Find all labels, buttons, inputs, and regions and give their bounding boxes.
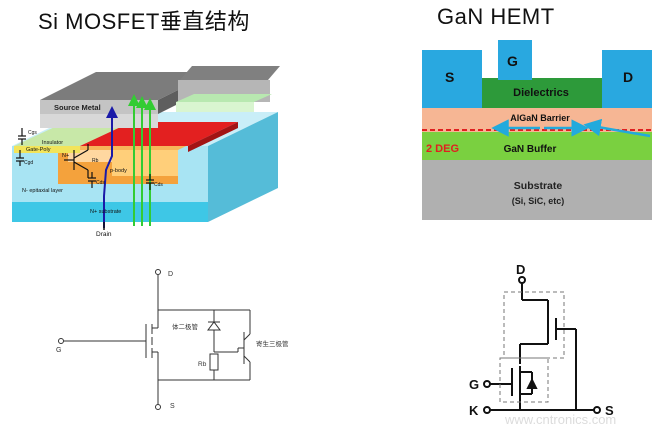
hemt-s-label: S (605, 403, 614, 418)
hemt-source-electrode (422, 50, 482, 108)
2deg-label: 2 DEG (426, 143, 459, 155)
hemt-g-label: G (469, 377, 479, 392)
rear-insulator (176, 94, 272, 102)
electron-flow-arrow-3 (583, 118, 651, 138)
hemt-title: GaN HEMT (437, 4, 555, 29)
cds-right-label: Cds (154, 182, 163, 188)
mosfet-g-terminal (58, 338, 64, 344)
lv-diode-symbol (526, 377, 538, 389)
rb-structure-label: Rb (92, 158, 99, 164)
bjt-emitter (243, 355, 251, 363)
cds-capacitor-left (88, 172, 96, 188)
rear-metal-top (180, 66, 280, 80)
hemt-gan-buffer (422, 132, 652, 160)
algan-label: AlGaN Barrier (510, 113, 570, 123)
hemt-gate-label: G (507, 53, 518, 69)
substrate-front-face (12, 202, 208, 222)
hemt-s-terminal (593, 406, 601, 414)
substrate-materials-label: (Si, SiC, etc) (512, 196, 565, 206)
gan-label: GaN Buffer (504, 144, 557, 155)
hemt-d-label: D (516, 262, 525, 277)
hemt-dashed-box-top (503, 291, 565, 359)
hemt-dielectrics (480, 78, 602, 108)
mosfet-title: Si MOSFET垂直结构 (38, 9, 250, 34)
parasitic-bjt-symbol (64, 144, 89, 178)
hemt-k-label: K (469, 403, 479, 418)
insulator-label: Insulator (42, 140, 63, 146)
source-metal-top (40, 72, 214, 100)
cgs-capacitor (18, 128, 26, 145)
hemt-dashed-box-bottom (499, 357, 549, 403)
cds-capacitor-right (146, 174, 154, 190)
hemt-substrate (422, 160, 652, 220)
mosfet-g-label: G (56, 347, 61, 354)
p-body-inner (112, 150, 178, 176)
mosfet-d-label: D (168, 271, 173, 278)
cgd-label: Cgd (24, 160, 33, 166)
hemt-k-terminal (483, 406, 491, 414)
cgd-capacitor (16, 150, 24, 166)
cgs-label: Cgs (28, 130, 37, 136)
drain-label: Drain (96, 231, 112, 238)
source-metal-label: Source Metal (54, 103, 101, 112)
parasitic-bjt-label: 寄生三极管 (256, 339, 289, 348)
mosfet-s-label: S (170, 403, 175, 410)
hemt-g-terminal (483, 380, 491, 388)
n-substrate-label: N+ substrate (90, 209, 121, 215)
bjt-collector (243, 333, 251, 341)
mosfet-s-terminal (155, 404, 161, 410)
hemt-gate-electrode (498, 40, 532, 80)
hemt-d-terminal (518, 276, 526, 284)
watermark: www.cntronics.com (504, 412, 616, 427)
cds-left-label: Cds (96, 180, 105, 186)
gate-poly-label: Gate-Poly (26, 147, 51, 153)
n-plus-label: N+ (62, 153, 69, 159)
dielectrics-label: Dielectrics (513, 87, 569, 99)
mosfet-d-terminal (155, 269, 161, 275)
rb-circuit-label: Rb (198, 361, 207, 368)
gate-poly-side (188, 122, 238, 152)
rear-insulator-front (176, 102, 254, 112)
body-diode-label: 体二极管 (172, 322, 199, 331)
hemt-drain-electrode (602, 50, 652, 108)
substrate-label: Substrate (514, 180, 563, 192)
hemt-drain-label: D (623, 69, 633, 85)
n-epi-label: N- epitaxial layer (22, 188, 63, 194)
p-body-label: p-body (110, 168, 127, 174)
source-metal-leg (40, 114, 158, 128)
slab-right-face (208, 112, 278, 222)
hemt-source-label: S (445, 69, 454, 85)
gate-poly-strip (14, 146, 80, 153)
body-diode-path (103, 106, 118, 228)
